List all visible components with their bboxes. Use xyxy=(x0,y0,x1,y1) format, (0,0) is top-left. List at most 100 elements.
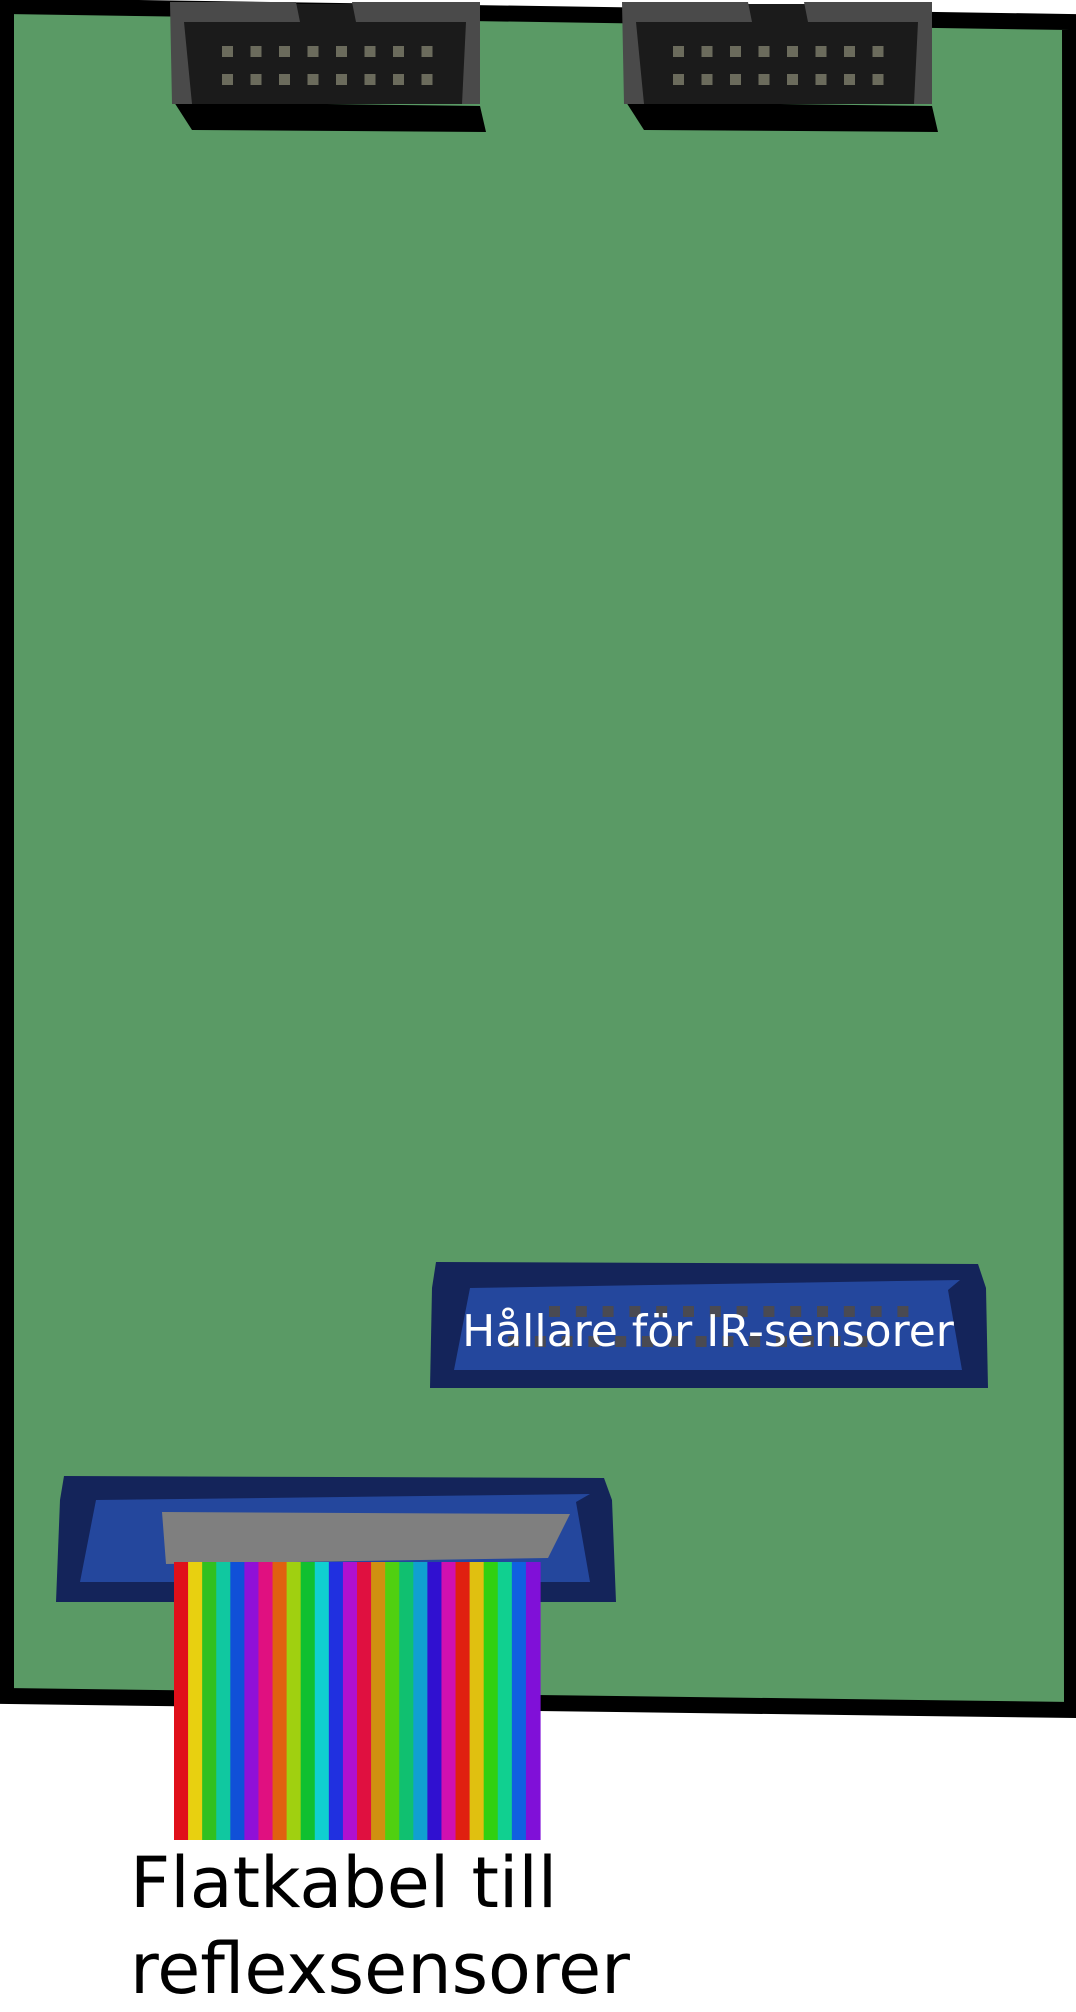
ribbon-wire xyxy=(525,1562,541,1840)
ir-holder-label: Hållare för IR-sensorer xyxy=(462,1306,955,1357)
ribbon-wire xyxy=(441,1562,457,1840)
ribbon-wire xyxy=(286,1562,302,1840)
ir-holder-pins xyxy=(508,1306,909,1347)
pin-header-left-pin xyxy=(307,46,319,57)
ribbon-wire xyxy=(483,1562,499,1840)
ir-holder-pin xyxy=(549,1306,560,1317)
ir-holder-pin xyxy=(817,1306,828,1317)
flat-cable-caption: Flatkabel till reflexsensorer xyxy=(130,1840,630,2012)
pin-header-right-pin xyxy=(758,74,770,85)
flat-cable-caption-line-1: Flatkabel till xyxy=(130,1842,558,1924)
ir-holder-pin xyxy=(668,1336,680,1347)
ir-holder-pin xyxy=(508,1336,519,1347)
pin-header-right-pin xyxy=(730,46,741,57)
ribbon-wire xyxy=(427,1562,443,1840)
pin-header-left-pin xyxy=(279,46,290,57)
pin-header-left-pin xyxy=(364,74,376,85)
ribbon-wire xyxy=(342,1562,358,1840)
circuit-board xyxy=(0,0,1076,1719)
ribbon-wire xyxy=(188,1562,203,1840)
ribbon-wire xyxy=(258,1562,274,1840)
ir-holder-pin xyxy=(575,1306,587,1317)
pin-header-right-pin xyxy=(844,74,855,85)
ir-holder-pin xyxy=(683,1306,694,1317)
pin-header-left-pin xyxy=(250,46,262,57)
ribbon-wire xyxy=(399,1562,414,1840)
pin-header-left-pin xyxy=(250,74,262,85)
ir-holder-pin xyxy=(615,1336,627,1347)
ir-holder-pin xyxy=(642,1336,653,1347)
pin-header-right-pin xyxy=(701,74,713,85)
ir-holder-pin xyxy=(656,1306,668,1317)
pin-header-left-pin xyxy=(364,46,376,57)
pin-header-right-pin xyxy=(815,46,827,57)
ribbon-wire xyxy=(413,1562,428,1840)
ribbon-wire xyxy=(244,1562,260,1840)
ir-sensor-holder: Hållare för IR-sensorer xyxy=(430,1262,988,1388)
pin-header-left-pin xyxy=(279,74,290,85)
pin-header-left-pin xyxy=(421,46,433,57)
ribbon-cable xyxy=(174,1562,541,1840)
pin-header-left-pin xyxy=(307,74,319,85)
ribbon-wire xyxy=(174,1562,189,1840)
ir-holder-pin xyxy=(790,1306,802,1317)
pin-header-right-pin xyxy=(787,46,798,57)
ribbon-wire xyxy=(511,1562,527,1840)
ribbon-wire xyxy=(216,1562,231,1840)
ir-holder-pin xyxy=(736,1306,748,1317)
ribbon-wire xyxy=(371,1562,386,1840)
pin-header-right-pin xyxy=(872,46,884,57)
ir-holder-pin xyxy=(695,1336,707,1347)
ir-holder-pin xyxy=(588,1336,600,1347)
ir-holder-pin xyxy=(870,1306,882,1317)
pin-header-left-pins xyxy=(222,46,433,85)
flat-cable-caption-line-2: reflexsensorer xyxy=(130,1928,630,2010)
ribbon-wire xyxy=(385,1562,400,1840)
pin-header-right-pin xyxy=(815,74,827,85)
cable-clamp xyxy=(162,1512,570,1564)
pin-header-right-pin xyxy=(673,46,684,57)
ir-holder-pin xyxy=(749,1336,761,1347)
ir-holder-pin xyxy=(602,1306,614,1317)
pin-header-left-pin xyxy=(336,46,347,57)
pin-header-left xyxy=(170,2,486,132)
ir-holder-pin xyxy=(802,1336,814,1347)
pin-header-right-pin xyxy=(844,46,855,57)
ir-holder-pin xyxy=(534,1336,546,1347)
ribbon-wire xyxy=(202,1562,217,1840)
ribbon-wire xyxy=(230,1562,245,1840)
ribbon-wire xyxy=(469,1562,485,1840)
ribbon-wire xyxy=(314,1562,330,1840)
pin-header-right-pin xyxy=(730,74,741,85)
ir-holder-pin xyxy=(829,1336,841,1347)
ir-holder-pin xyxy=(561,1336,573,1347)
pin-header-right xyxy=(622,2,938,132)
ribbon-wire xyxy=(357,1562,372,1840)
pin-header-right-pin xyxy=(673,74,684,85)
pin-header-right-pin xyxy=(701,46,713,57)
ir-holder-pin xyxy=(776,1336,787,1347)
ribbon-wire xyxy=(455,1562,471,1840)
pin-header-right-pin xyxy=(787,74,798,85)
ir-holder-pin xyxy=(722,1336,734,1347)
pin-header-left-pin xyxy=(336,74,347,85)
pin-header-left-pin xyxy=(222,74,233,85)
pin-header-left-pin xyxy=(393,74,404,85)
pin-header-right-pins xyxy=(673,46,884,85)
ir-holder-pin xyxy=(856,1336,868,1347)
ribbon-wire xyxy=(272,1562,288,1840)
ir-holder-pin xyxy=(709,1306,721,1317)
ribbon-wire xyxy=(300,1562,316,1840)
pin-header-left-pin xyxy=(222,46,233,57)
pin-header-left-pin xyxy=(421,74,433,85)
ir-holder-pin xyxy=(843,1306,855,1317)
pin-header-left-pin xyxy=(393,46,404,57)
ir-holder-pin xyxy=(763,1306,775,1317)
ribbon-wire xyxy=(497,1562,513,1840)
ir-holder-pin xyxy=(897,1306,909,1317)
pin-header-right-pin xyxy=(758,46,770,57)
pin-header-right-pin xyxy=(872,74,884,85)
ir-holder-pin xyxy=(629,1306,641,1317)
